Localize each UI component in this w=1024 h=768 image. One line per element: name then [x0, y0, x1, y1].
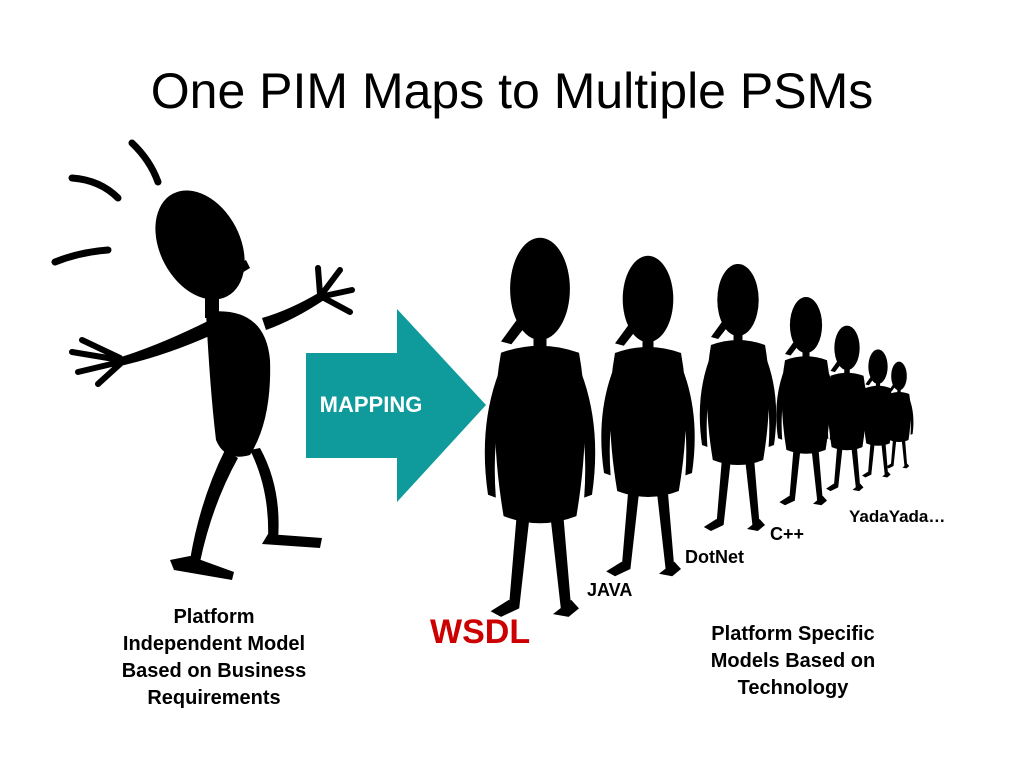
- cpp-label: C++: [770, 524, 805, 544]
- psm-caption-line: Platform Specific: [711, 623, 875, 645]
- pim-caption-line: Requirements: [147, 687, 281, 709]
- pim-caption-line: Platform: [173, 606, 255, 628]
- standing-stick-figure-icon: [601, 255, 695, 577]
- shouting-stick-figure-icon: [51, 139, 355, 580]
- psm-caption-line: Technology: [737, 677, 849, 699]
- mapping-arrow-icon: [306, 309, 486, 502]
- psm-caption-line: Models Based on: [710, 650, 876, 672]
- standing-stick-figure-icon: [699, 264, 777, 531]
- slide-title: One PIM Maps to Multiple PSMs: [150, 63, 874, 119]
- pim-caption-line: Independent Model: [122, 633, 306, 655]
- java-label: JAVA: [587, 580, 633, 600]
- dotnet-label: DotNet: [685, 547, 744, 567]
- mapping-label: MAPPING: [319, 392, 423, 417]
- pim-caption: Platform Independent Model Based on Busi…: [96, 604, 332, 712]
- psm-caption: Platform Specific Models Based on Techno…: [680, 621, 906, 702]
- standing-stick-figure-icon: [484, 237, 596, 617]
- yadayada-label: YadaYada…: [849, 507, 946, 526]
- pim-caption-line: Based on Business: [121, 660, 307, 682]
- wsdl-label: WSDL: [430, 613, 531, 651]
- standing-stick-figure-icon: [884, 361, 914, 469]
